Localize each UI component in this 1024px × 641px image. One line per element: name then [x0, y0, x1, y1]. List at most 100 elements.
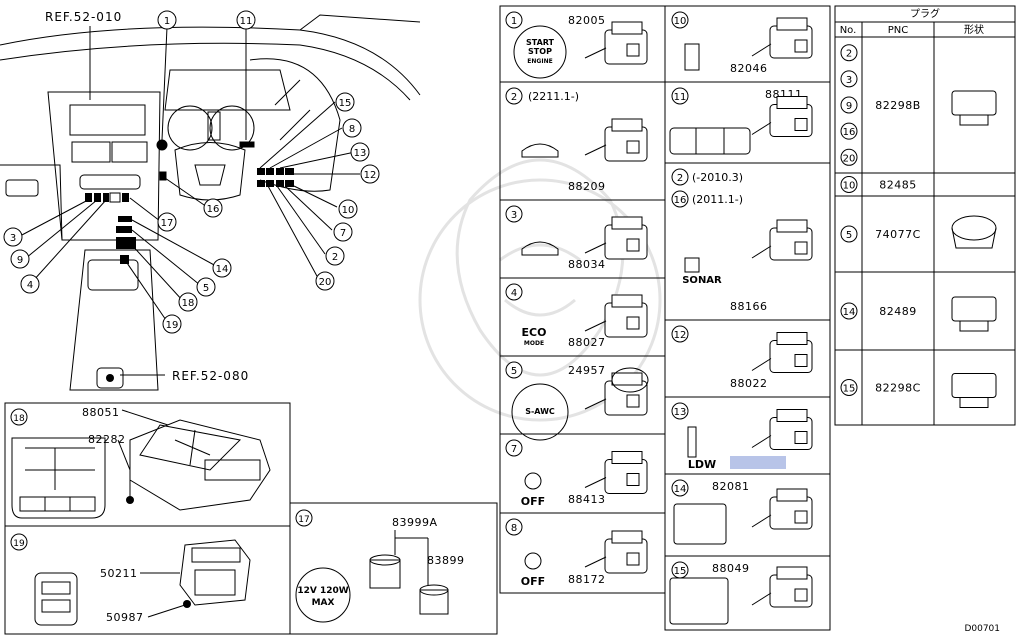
ref-bottom-label: REF.52-080 [172, 369, 249, 383]
callout-1: 1 [164, 16, 170, 27]
plug-row-4-pnc: 82298C [875, 382, 921, 395]
plug-row-0-no-4-circle [840, 148, 858, 166]
callout-10: 10 [342, 205, 355, 216]
plug-row-0-no-0: 2 [846, 49, 852, 60]
callout-15-circle [335, 92, 355, 112]
switch-locations [85, 168, 294, 264]
callout-8: 8 [349, 124, 355, 135]
grid-left-num-3-circle [505, 205, 523, 223]
grid-left-num-5: 5 [511, 366, 517, 377]
grid-left-num-2-circle [505, 87, 523, 105]
s-awc-text: S-AWC [525, 407, 555, 416]
grid-mid-num-15: 15 [674, 566, 687, 577]
callout-19-circle [162, 314, 182, 334]
callout-17-circle [157, 212, 177, 232]
panel-17-label-1: 12V 120W [297, 586, 348, 596]
grid-left-note-2: (2211.1-) [528, 90, 579, 103]
panel-18: 18 88051 82282 [4, 402, 291, 527]
panel-18-num: 18 [13, 414, 25, 424]
plug-row-0-pnc: 82298B [875, 99, 921, 112]
panel-19: 19 50211 50987 [4, 525, 291, 635]
off-text-7: OFF [521, 495, 545, 508]
callout-15: 15 [339, 98, 352, 109]
grid-mid-note2: (2011.1-) [692, 193, 743, 206]
panel-17-part-1: 83999A [392, 516, 438, 529]
grid-mid-num-11-circle [671, 87, 689, 105]
callout-11-circle [236, 10, 256, 30]
callout-2-circle [325, 246, 345, 266]
panel-17-label-2: MAX [312, 598, 335, 608]
callout-19: 19 [166, 320, 179, 331]
grid-left-num-7-circle [505, 439, 523, 457]
grid-mid-num-2-circle [671, 168, 689, 186]
plug-row-0-no-1: 3 [846, 75, 852, 86]
watermark-crest [418, 158, 662, 422]
ldw-text: LDW [688, 458, 716, 471]
callout-9: 9 [17, 255, 23, 266]
callout-3-circle [3, 227, 23, 247]
grid-left-cell-2: 2 (2211.1-) 88209 [499, 81, 666, 201]
callout-5-circle [196, 277, 216, 297]
panel-18-part-1: 88051 [82, 406, 120, 419]
callout-20-circle [315, 271, 335, 291]
plug-header-2: 形状 [964, 23, 984, 36]
grid-mid-num2-16: 16 [674, 195, 687, 206]
callout-10-circle [338, 199, 358, 219]
plug-row-3-no-0-circle [840, 302, 858, 320]
plug-row-4-no-0-circle [840, 379, 858, 396]
grid-mid-part-12: 88022 [730, 377, 768, 390]
highlight-88163 [730, 456, 786, 469]
eco-mode-text-0: ECO [522, 326, 547, 339]
dashboard-illustration [0, 14, 421, 391]
plug-row-0-no-0-circle [840, 44, 858, 62]
callout-12-circle [360, 164, 380, 184]
plug-row-0-no-1-circle [840, 70, 858, 88]
grid-left-num-4-circle [505, 283, 523, 301]
grid-left-num-2: 2 [511, 92, 517, 103]
callout-17: 17 [161, 218, 174, 229]
grid-left-num-1: 1 [511, 16, 517, 27]
callout-8-circle [342, 118, 362, 138]
grid-mid-part-14: 82081 [712, 480, 750, 493]
plug-row-0-no-3-circle [840, 122, 858, 140]
plug-row-2-pnc: 74077C [875, 228, 921, 241]
plug-row-3-no-0: 14 [843, 307, 856, 318]
grid-left-part-8: 88172 [568, 573, 606, 586]
plug-row-0-no-2: 9 [846, 101, 852, 112]
grid-mid-num-13: 13 [674, 407, 687, 418]
plug-row-1-no-0-circle [840, 176, 858, 193]
panel-18-part-2: 82282 [88, 433, 126, 446]
grid-left-part-1: 82005 [568, 14, 606, 27]
callout-7: 7 [340, 228, 346, 239]
callout-4: 4 [27, 280, 33, 291]
grid-left-num-1-circle [505, 11, 523, 29]
grid-left-num-3: 3 [511, 210, 517, 221]
panel-19-num: 19 [13, 539, 25, 549]
footer-code: D00701 [964, 624, 1000, 634]
callout-16-circle [203, 198, 223, 218]
callout-5: 5 [203, 283, 209, 294]
plug-row-4-no-0: 15 [843, 384, 856, 395]
plug-row-3-pnc: 82489 [879, 305, 917, 318]
eco-mode-text-1: MODE [524, 340, 544, 347]
callout-20: 20 [319, 277, 332, 288]
grid-left-num-4: 4 [511, 288, 517, 299]
grid-left-num-8-circle [505, 518, 523, 536]
grid-mid-part-2: 88166 [730, 300, 768, 313]
plug-row-2-no-0: 5 [846, 230, 852, 241]
grid-mid-note-2: (-2010.3) [692, 171, 743, 184]
callout-14-circle [212, 258, 232, 278]
grid-left-part-2: 88209 [568, 180, 606, 193]
callout-7-circle [333, 222, 353, 242]
callout-4-circle [20, 274, 40, 294]
